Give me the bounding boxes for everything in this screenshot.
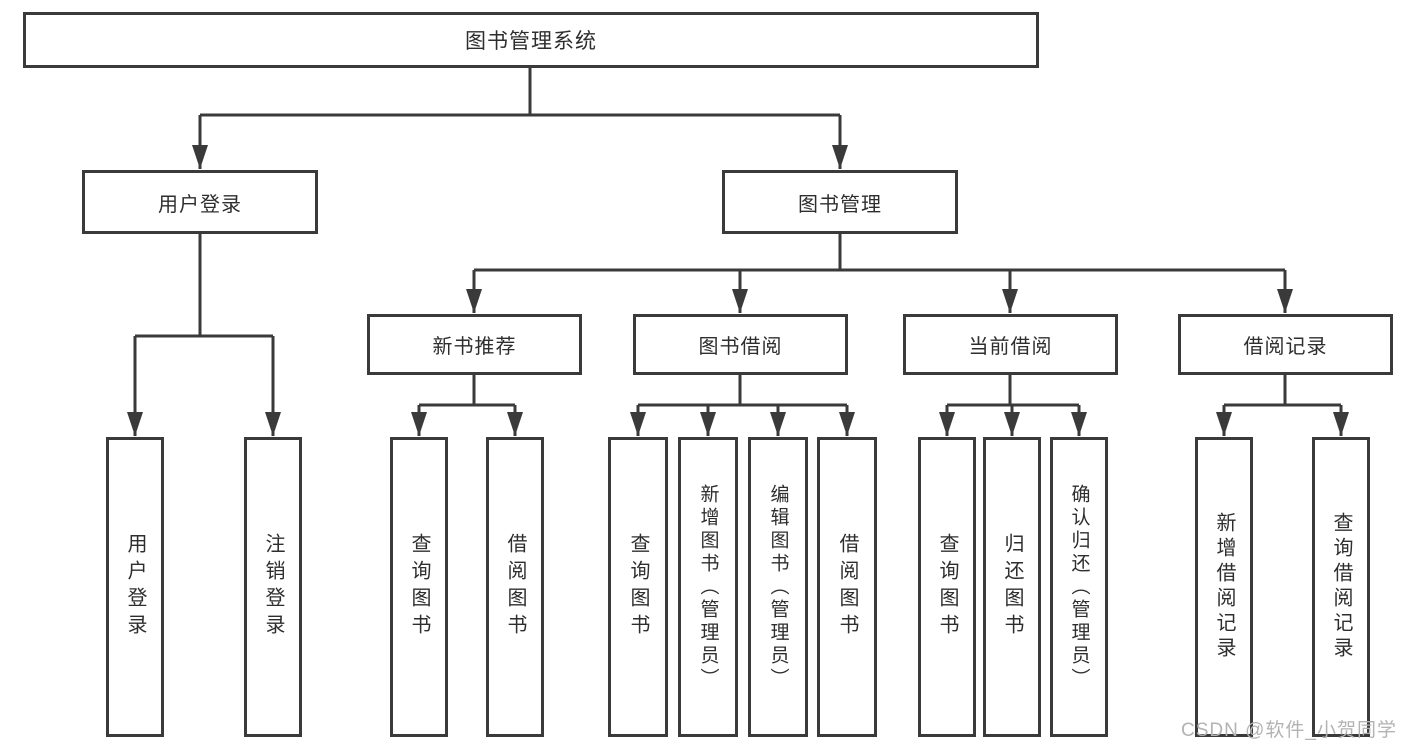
node-user-login: 用户登录 [82, 170, 318, 234]
leaf-borrow-books-2-label: 借阅图书 [836, 533, 858, 641]
connector-root-trunk [200, 68, 840, 117]
leaf-query-books-2-label: 查询图书 [627, 533, 649, 641]
leaf-query-books-1-label: 查询图书 [408, 533, 430, 641]
leaf-logout: 注销登录 [244, 437, 302, 737]
leaf-edit-books-admin-label: 编辑图书（管理员） [767, 483, 789, 691]
connector-new-book-trunk [419, 375, 515, 407]
node-borrowing-records: 借阅记录 [1178, 314, 1393, 375]
connector-borrow-records-trunk [1224, 375, 1341, 407]
leaf-confirm-return-admin-label: 确认归还（管理员） [1068, 483, 1090, 691]
node-current-borrowing-label: 当前借阅 [968, 336, 1053, 358]
leaf-logout-label: 注销登录 [262, 533, 284, 641]
leaf-query-books-3-label: 查询图书 [936, 533, 958, 641]
leaf-user-login-label: 用户登录 [124, 533, 146, 641]
leaf-edit-books-admin: 编辑图书（管理员） [748, 437, 808, 737]
leaf-borrow-books-2: 借阅图书 [817, 437, 877, 737]
leaf-add-books-admin: 新增图书（管理员） [678, 437, 738, 737]
leaf-return-books-label: 归还图书 [1001, 533, 1023, 641]
node-user-login-label: 用户登录 [158, 193, 242, 216]
node-book-management: 图书管理 [722, 170, 958, 234]
node-book-borrowing-label: 图书借阅 [698, 336, 783, 358]
connector-current-borrow-trunk [947, 375, 1079, 407]
node-book-management-label: 图书管理 [798, 193, 882, 216]
leaf-query-books-1: 查询图书 [390, 437, 448, 737]
connector-user-login-trunk [135, 234, 273, 338]
connector-book-management-trunk [474, 234, 1285, 272]
leaf-query-borrow-record-label: 查询借阅记录 [1330, 512, 1352, 662]
node-new-book-recommend: 新书推荐 [367, 314, 582, 375]
leaf-add-borrow-record: 新增借阅记录 [1195, 437, 1253, 737]
csdn-watermark: CSDN @软件_小贺同学 [1181, 720, 1397, 741]
leaf-return-books: 归还图书 [983, 437, 1041, 737]
node-root: 图书管理系统 [23, 12, 1039, 68]
leaf-borrow-books-1: 借阅图书 [486, 437, 544, 737]
node-new-book-recommend-label: 新书推荐 [432, 336, 517, 358]
node-current-borrowing: 当前借阅 [903, 314, 1118, 375]
leaf-user-login: 用户登录 [106, 437, 164, 737]
node-book-borrowing: 图书借阅 [633, 314, 848, 375]
node-root-label: 图书管理系统 [465, 30, 597, 53]
leaf-add-borrow-record-label: 新增借阅记录 [1213, 512, 1235, 662]
connector-book-borrow-trunk [638, 375, 847, 407]
leaf-confirm-return-admin: 确认归还（管理员） [1050, 437, 1108, 737]
node-borrowing-records-label: 借阅记录 [1243, 336, 1328, 358]
leaf-add-books-admin-label: 新增图书（管理员） [697, 483, 719, 691]
leaf-borrow-books-1-label: 借阅图书 [504, 533, 526, 641]
leaf-query-borrow-record: 查询借阅记录 [1312, 437, 1370, 737]
leaf-query-books-3: 查询图书 [918, 437, 976, 737]
leaf-query-books-2: 查询图书 [608, 437, 668, 737]
